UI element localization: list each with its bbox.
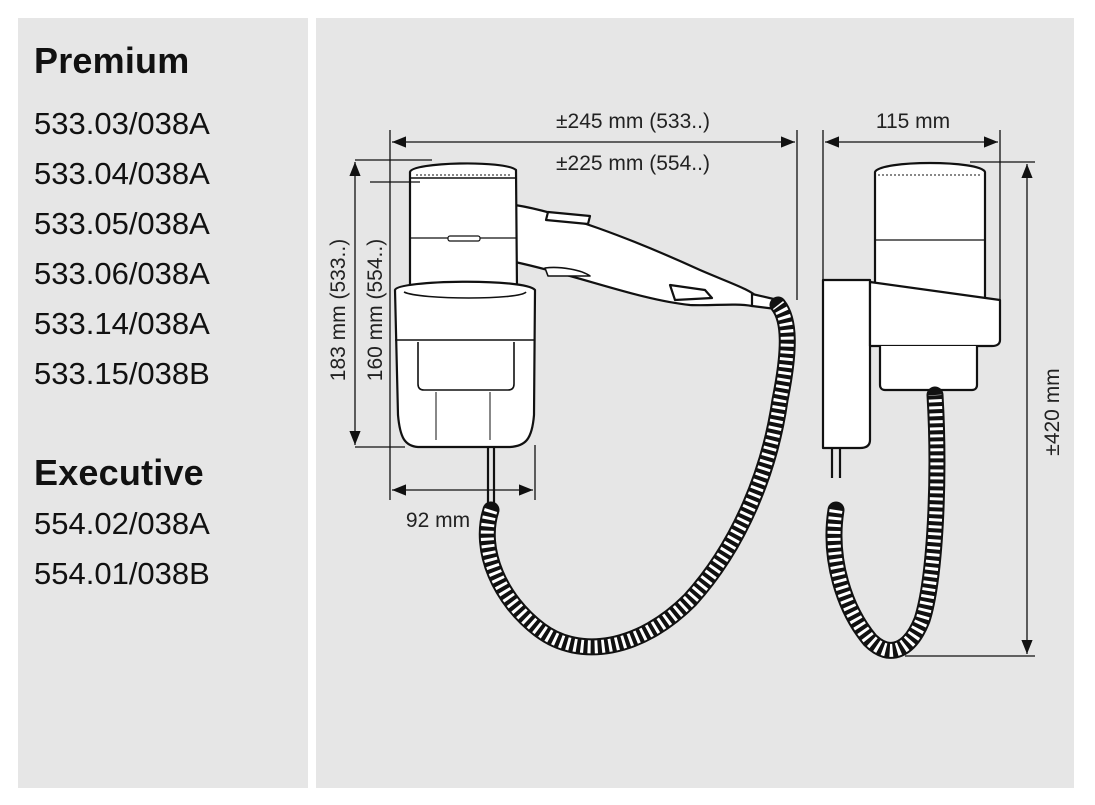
- height-label-554: 160 mm (554..): [364, 239, 387, 381]
- model-list-panel: Premium 533.03/038A 533.04/038A 533.05/0…: [18, 18, 308, 788]
- height-label-533: 183 mm (533..): [327, 239, 350, 381]
- total-height-label: ±420 mm: [1041, 368, 1064, 455]
- width-label-533: ±245 mm (533..): [556, 110, 710, 133]
- group-title-executive: Executive: [34, 452, 204, 493]
- holder-width-label: 92 mm: [406, 509, 470, 532]
- model-item: 533.06/038A: [34, 256, 210, 291]
- model-item: 533.04/038A: [34, 156, 210, 191]
- model-item: 533.15/038B: [34, 356, 210, 391]
- model-item: 533.14/038A: [34, 306, 210, 341]
- side-view-dryer: [393, 162, 780, 505]
- model-item: 533.03/038A: [34, 106, 210, 141]
- group-title-premium: Premium: [34, 40, 190, 81]
- front-view-dryer: [821, 161, 1002, 478]
- model-item: 554.01/038B: [34, 556, 210, 591]
- dimension-lines: [349, 130, 1035, 657]
- model-item: 533.05/038A: [34, 206, 210, 241]
- depth-label: 115 mm: [876, 110, 950, 133]
- model-item: 554.02/038A: [34, 506, 210, 541]
- width-label-554: ±225 mm (554..): [556, 152, 710, 175]
